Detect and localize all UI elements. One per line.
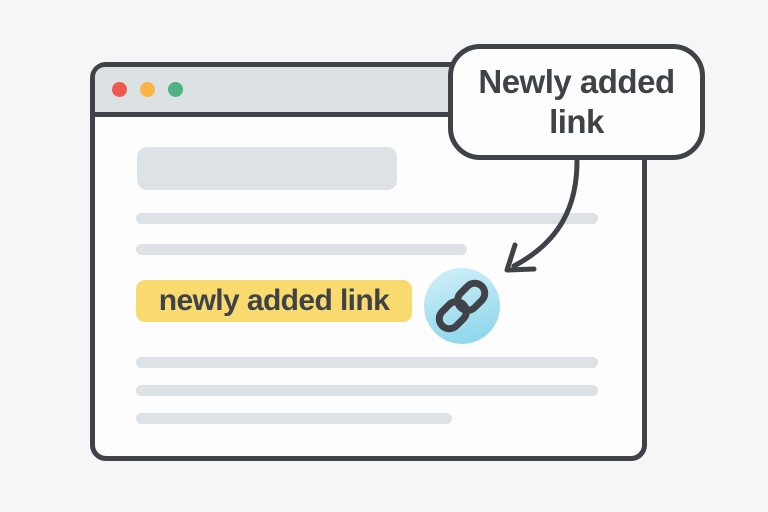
skeleton-text-line xyxy=(136,385,598,396)
chain-link-icon xyxy=(435,279,489,333)
skeleton-hero-block xyxy=(137,147,397,190)
skeleton-text-line xyxy=(136,213,598,224)
skeleton-text-line xyxy=(136,244,467,255)
maximize-dot-icon[interactable] xyxy=(168,82,183,97)
callout-line1: Newly added xyxy=(478,63,675,100)
callout-line2: link xyxy=(549,103,604,140)
minimize-dot-icon[interactable] xyxy=(140,82,155,97)
skeleton-text-line xyxy=(136,413,452,424)
callout-bubble: Newly added link xyxy=(448,44,705,160)
highlighted-link[interactable]: newly added link xyxy=(136,280,412,322)
skeleton-text-line xyxy=(136,357,598,368)
link-badge[interactable] xyxy=(424,268,500,344)
traffic-lights xyxy=(112,82,183,97)
close-dot-icon[interactable] xyxy=(112,82,127,97)
